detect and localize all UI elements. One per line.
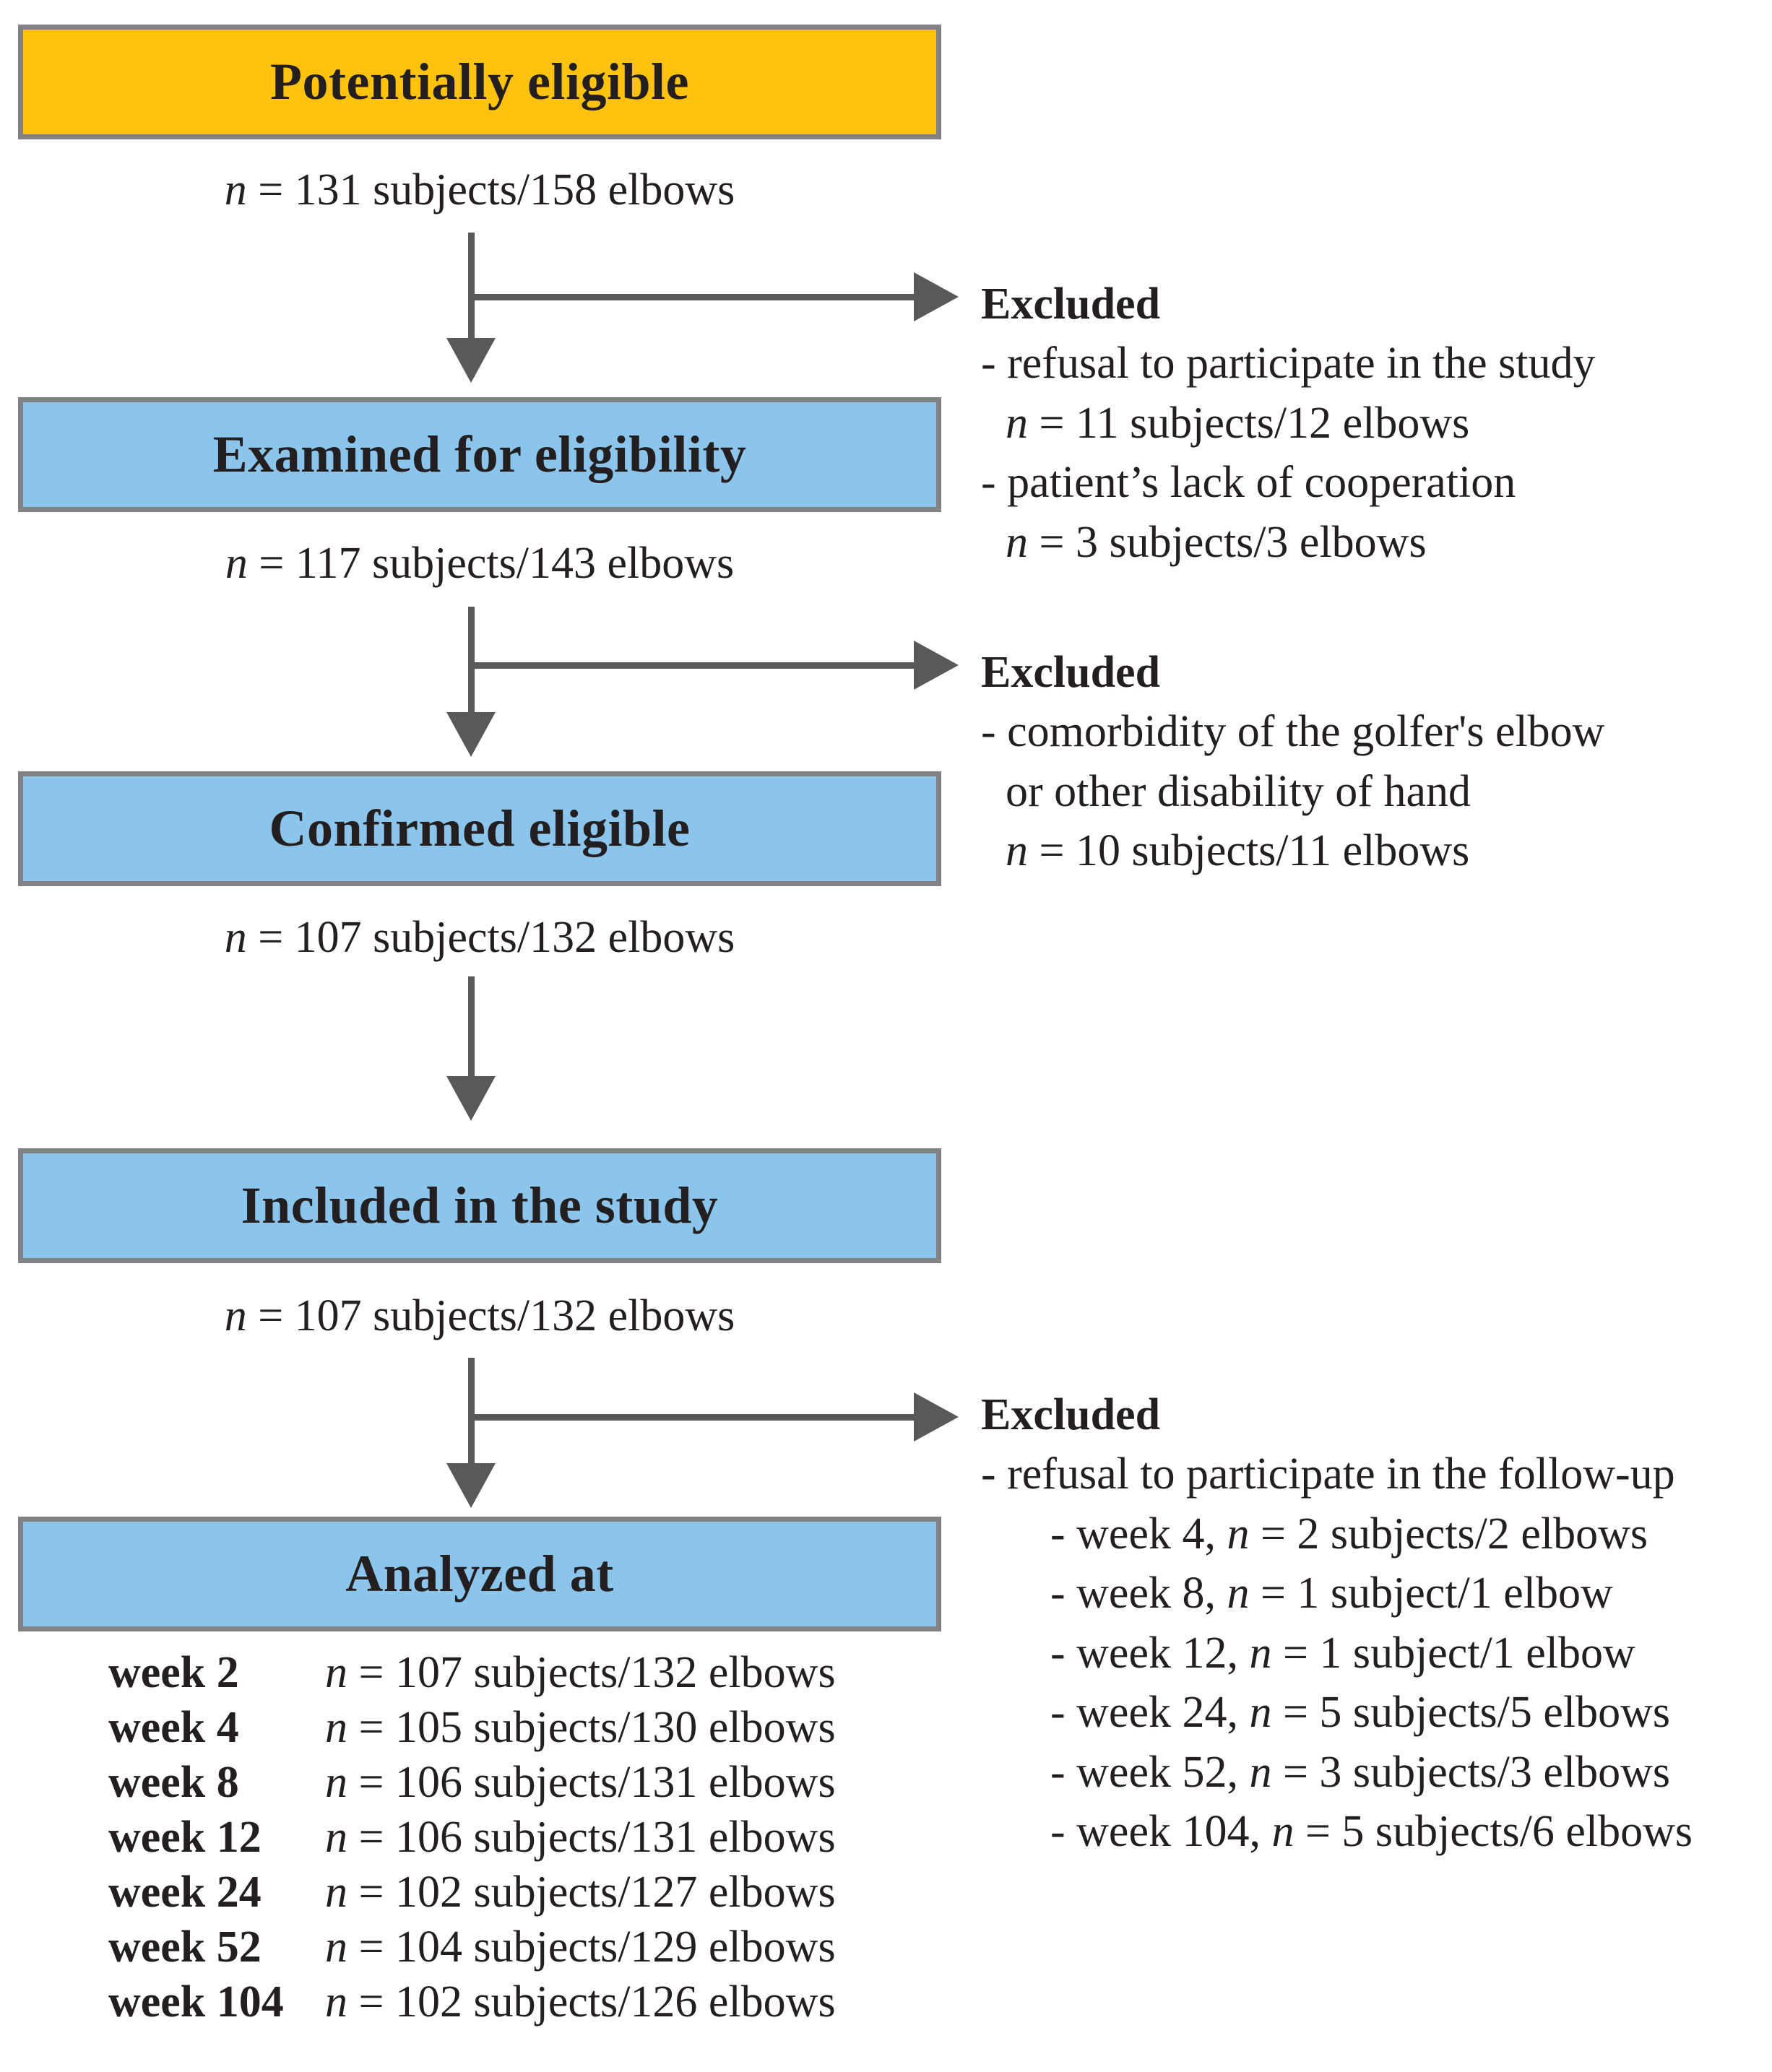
excluded-reason: - patient’s lack of cooperation (981, 458, 1516, 508)
analyzed-week-value: n = 106 subjects/131 elbows (325, 1813, 836, 1862)
excluded-heading: Excluded (981, 1390, 1161, 1439)
excluded-count: n = 10 subjects/11 elbows (1006, 826, 1470, 876)
analyzed-week-label: week 12 (108, 1813, 262, 1862)
caption-n-symbol: n (224, 913, 247, 962)
caption-included-in-the-study: n = 107 subjects/132 elbows (18, 1291, 941, 1342)
connector-vline-2 (468, 607, 475, 751)
caption-n-symbol: n (224, 165, 247, 214)
excluded-count: n = 3 subjects/3 elbows (1006, 517, 1427, 567)
analyzed-week-row: week 12 n = 106 subjects/131 elbows (108, 1815, 836, 1870)
analyzed-week-row: week 4 n = 105 subjects/130 elbows (108, 1705, 836, 1760)
analyzed-week-row: week 8 n = 106 subjects/131 elbows (108, 1760, 836, 1815)
excluded-followup-week: - week 12, (1050, 1628, 1238, 1678)
excluded-followup-count: n = 2 subjects/2 elbows (1227, 1509, 1648, 1559)
connector-vline-3 (468, 976, 475, 1110)
analyzed-week-label: week 8 (108, 1758, 239, 1807)
analyzed-week-row: week 52 n = 104 subjects/129 elbows (108, 1925, 836, 1980)
excluded-followup-count: n = 1 subject/1 elbow (1227, 1569, 1613, 1618)
flow-node-title: Included in the study (241, 1176, 719, 1234)
flow-node-examined-for-eligibility: Examined for eligibility (18, 397, 941, 512)
excluded-followup-week: - week 52, (1050, 1747, 1238, 1797)
analyzed-week-value: n = 102 subjects/126 elbows (325, 1977, 836, 2027)
excluded-followup-week: - week 24, (1050, 1688, 1238, 1738)
connector-arrow-right-2 (914, 641, 959, 690)
connector-vline-1 (468, 233, 475, 377)
excluded-followup-week: - week 8, (1050, 1569, 1216, 1618)
excluded-block-3: Excluded - refusal to participate in the… (981, 1385, 1693, 1862)
connector-arrow-down-1 (446, 338, 496, 383)
caption-value: = 107 subjects/132 elbows (246, 913, 735, 962)
excluded-reason: - refusal to participate in the follow-u… (981, 1449, 1675, 1499)
analyzed-week-label: week 4 (108, 1703, 239, 1752)
excluded-block-1: Excluded - refusal to participate in the… (981, 274, 1596, 572)
caption-examined-for-eligibility: n = 117 subjects/143 elbows (18, 538, 941, 589)
flow-node-confirmed-eligible: Confirmed eligible (18, 771, 941, 886)
excluded-followup-row: - week 24, n = 5 subjects/5 elbows (981, 1683, 1693, 1742)
excluded-followup-row: - week 12, n = 1 subject/1 elbow (981, 1624, 1693, 1683)
connector-arrow-down-2 (446, 712, 496, 757)
excluded-followup-count: n = 3 subjects/3 elbows (1249, 1747, 1671, 1797)
caption-value: = 117 subjects/143 elbows (247, 539, 735, 588)
connector-arrow-down-3 (446, 1076, 496, 1121)
analyzed-week-label: week 104 (108, 1977, 284, 2027)
excluded-reason: - refusal to participate in the study (981, 339, 1596, 389)
analyzed-weeks-list: week 2 n = 107 subjects/132 elbows week … (108, 1650, 836, 2034)
excluded-followup-week: - week 4, (1050, 1509, 1216, 1559)
excluded-count: n = 11 subjects/12 elbows (1006, 398, 1470, 448)
analyzed-week-label: week 52 (108, 1923, 262, 1972)
flow-node-title: Analyzed at (345, 1545, 614, 1603)
analyzed-week-label: week 24 (108, 1868, 262, 1917)
flow-node-title: Potentially eligible (270, 53, 689, 110)
excluded-followup-week: - week 104, (1050, 1807, 1261, 1857)
excluded-followup-count: n = 5 subjects/6 elbows (1271, 1807, 1693, 1857)
connector-arrow-right-4 (914, 1392, 959, 1442)
caption-value: = 131 subjects/158 elbows (246, 165, 735, 214)
analyzed-week-row: week 2 n = 107 subjects/132 elbows (108, 1650, 836, 1705)
connector-hline-4 (475, 1414, 917, 1421)
analyzed-week-row: week 104 n = 102 subjects/126 elbows (108, 1980, 836, 2034)
flow-node-title: Examined for eligibility (212, 425, 747, 483)
caption-n-symbol: n (224, 1291, 247, 1340)
analyzed-week-label: week 2 (108, 1648, 239, 1697)
excluded-followup-row: - week 8, n = 1 subject/1 elbow (981, 1564, 1693, 1623)
flow-node-title: Confirmed eligible (269, 799, 691, 857)
caption-value: = 107 subjects/132 elbows (246, 1291, 735, 1340)
excluded-block-2: Excluded - comorbidity of the golfer's e… (981, 643, 1604, 881)
excluded-reason-cont: or other disability of hand (1006, 766, 1471, 816)
analyzed-week-row: week 24 n = 102 subjects/127 elbows (108, 1870, 836, 1925)
flow-node-included-in-the-study: Included in the study (18, 1148, 941, 1263)
excluded-heading: Excluded (981, 279, 1161, 329)
caption-confirmed-eligible: n = 107 subjects/132 elbows (18, 912, 941, 963)
connector-arrow-right-1 (914, 272, 959, 321)
excluded-followup-row: - week 52, n = 3 subjects/3 elbows (981, 1743, 1693, 1802)
analyzed-week-value: n = 106 subjects/131 elbows (325, 1758, 836, 1807)
connector-arrow-down-4 (446, 1463, 496, 1508)
analyzed-week-value: n = 105 subjects/130 elbows (325, 1703, 836, 1752)
caption-potentially-eligible: n = 131 subjects/158 elbows (18, 165, 941, 216)
analyzed-week-value: n = 107 subjects/132 elbows (325, 1648, 836, 1697)
analyzed-week-value: n = 104 subjects/129 elbows (325, 1923, 836, 1972)
connector-hline-2 (475, 662, 917, 669)
excluded-followup-count: n = 5 subjects/5 elbows (1249, 1688, 1671, 1738)
analyzed-week-value: n = 102 subjects/127 elbows (325, 1868, 836, 1917)
connector-vline-4 (468, 1358, 475, 1502)
flow-node-potentially-eligible: Potentially eligible (18, 25, 941, 139)
excluded-reason: - comorbidity of the golfer's elbow (981, 707, 1605, 757)
excluded-followup-row: - week 4, n = 2 subjects/2 elbows (981, 1504, 1693, 1564)
flow-node-analyzed-at: Analyzed at (18, 1517, 941, 1631)
connector-hline-1 (475, 294, 917, 300)
excluded-followup-count: n = 1 subject/1 elbow (1249, 1628, 1635, 1678)
excluded-followup-row: - week 104, n = 5 subjects/6 elbows (981, 1802, 1693, 1861)
excluded-heading: Excluded (981, 648, 1161, 697)
caption-n-symbol: n (225, 539, 248, 588)
